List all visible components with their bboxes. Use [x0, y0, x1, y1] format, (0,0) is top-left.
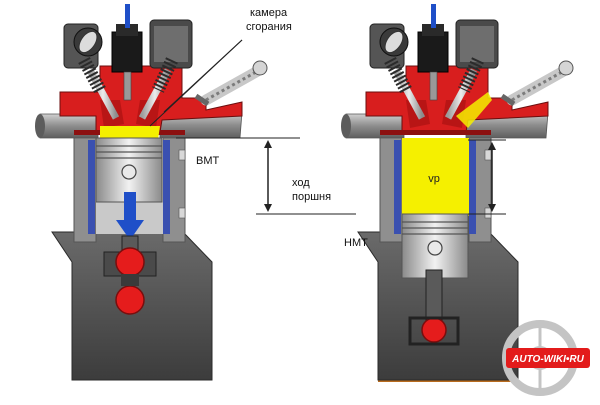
combustion-chamber-label: камера сгорания [246, 7, 292, 33]
engine-left [35, 4, 267, 380]
tdc-label: ВМТ [196, 155, 220, 167]
combustion-chamber-left [100, 126, 160, 140]
working-volume-label: vр [428, 173, 440, 185]
piston-right [401, 213, 469, 279]
bdc-label: НМТ [344, 237, 368, 249]
engine-right: vр [341, 4, 573, 382]
logo-text: AUTO-WIKI•RU [511, 354, 584, 365]
crank-pin-left [115, 247, 145, 277]
crankshaft-right [421, 317, 447, 343]
stroke-label: ход поршня [292, 177, 331, 203]
crankshaft-left [115, 285, 145, 315]
working-volume-right [402, 138, 469, 216]
arrow-down-icon [124, 192, 136, 222]
pointer-line [163, 39, 243, 113]
auto-wiki-logo: AUTO-WIKI•RU [502, 320, 590, 396]
